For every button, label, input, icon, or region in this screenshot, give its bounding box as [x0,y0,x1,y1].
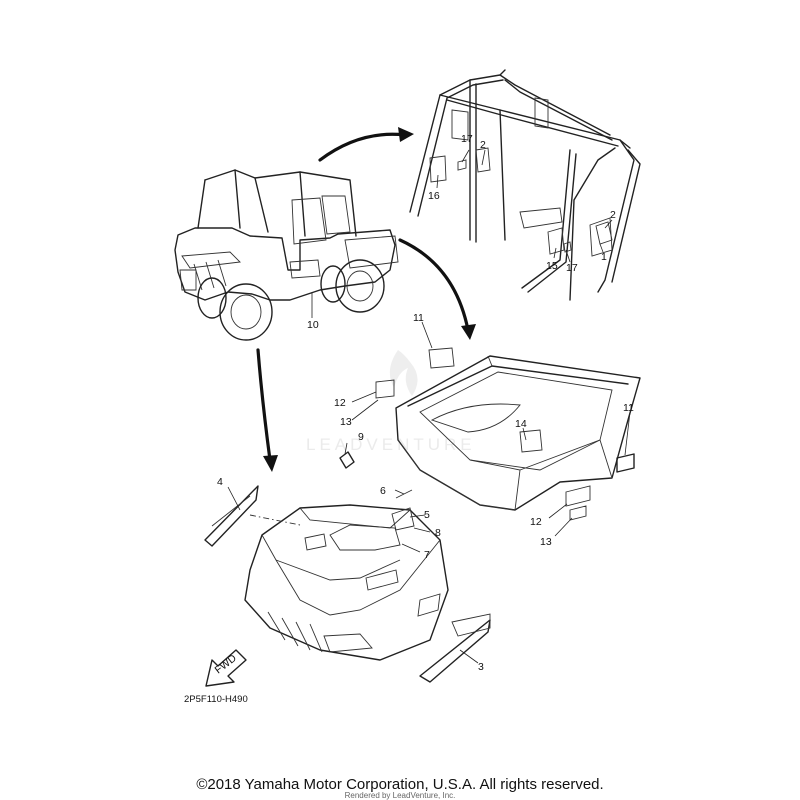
leader-lines [227,149,631,664]
watermark-text: LEADVENTURE [306,435,476,454]
callout-11: 11 [413,312,424,324]
fwd-label: FWD [213,652,240,676]
callout-1: 1 [601,251,607,263]
callout-7: 7 [424,549,430,561]
callout-labels: 1 2 2 3 4 5 6 7 8 9 10 11 11 12 12 13 13… [217,133,634,673]
callout-12: 12 [530,516,542,528]
callout-6: 6 [380,485,386,497]
cargo-bed-drawing [375,347,641,521]
vehicle-overview-drawing [174,169,399,341]
callout-5: 5 [424,509,430,521]
front-cowl-drawing [244,504,449,661]
dashed-centerline [249,514,301,526]
callout-12: 12 [334,397,346,409]
callout-13: 13 [540,536,552,548]
decal-part-5 [391,507,415,531]
callout-17: 17 [566,262,578,274]
callout-2: 2 [610,209,616,221]
arrow-to-front-cowl [256,348,272,462]
flow-arrows [256,127,476,472]
decal-part-9 [339,451,355,469]
callout-15: 15 [546,260,558,272]
callout-13: 13 [340,416,352,428]
arrow-to-cargo-bed-head [461,324,476,340]
arrow-to-front-cowl-head [263,455,278,472]
callout-14: 14 [515,418,527,430]
rendered-by-notice: Rendered by LeadVenture, Inc. [344,791,456,800]
callout-3: 3 [478,661,484,673]
copyright-notice: ©2018 Yamaha Motor Corporation, U.S.A. A… [196,776,604,793]
watermark: LEADVENTURE [306,350,476,454]
callout-11: 11 [623,402,634,414]
callout-2: 2 [480,139,486,151]
arrow-to-cargo-bed [398,238,470,332]
callout-10: 10 [307,319,319,331]
arrow-to-roll-cage-head [398,127,414,142]
decal-part-3 [419,613,491,683]
callout-16: 16 [428,190,440,202]
callout-8: 8 [435,527,441,539]
fwd-arrow-icon: FWD [205,649,247,687]
callout-9: 9 [358,431,364,443]
callout-17: 17 [461,133,473,145]
diagram-reference-code: 2P5F110-H490 [184,694,248,705]
arrow-to-roll-cage [318,132,407,162]
decal-part-4 [204,485,259,547]
roll-cage-drawing [409,69,641,301]
callout-4: 4 [217,476,223,488]
